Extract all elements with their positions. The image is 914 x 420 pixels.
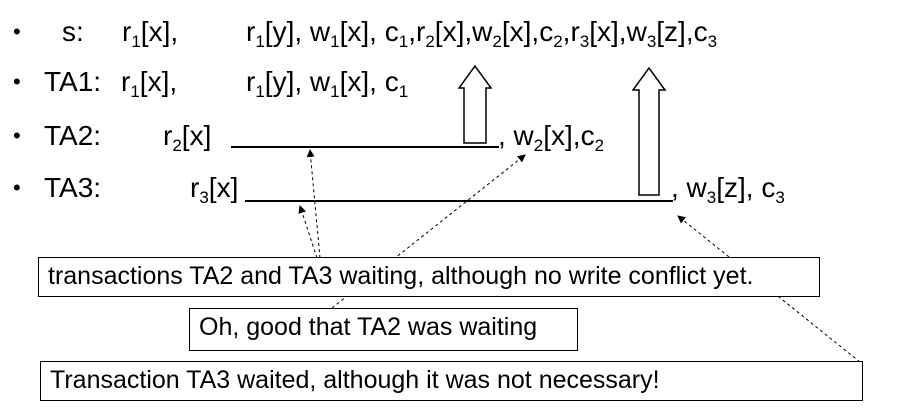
op-name: , w bbox=[498, 120, 534, 151]
op-item: [x], bbox=[543, 120, 581, 151]
op-item: [x], bbox=[589, 16, 627, 47]
schedule-row-ta3: • TA3: r3[x] , w3[z], c3 bbox=[0, 166, 914, 210]
op-subscript: 1 bbox=[131, 31, 141, 51]
op-subscript: 3 bbox=[775, 187, 785, 207]
op-subscript: 2 bbox=[172, 135, 182, 155]
op-item: [x] bbox=[208, 172, 239, 203]
wait-line-ta3 bbox=[245, 200, 673, 202]
op-subscript: 1 bbox=[255, 31, 265, 51]
op-subscript: 3 bbox=[706, 187, 717, 207]
op-name: r bbox=[416, 16, 426, 47]
op-item: [x] bbox=[181, 120, 212, 151]
row-label-ta3: TA3: bbox=[44, 172, 102, 203]
bullet: • bbox=[13, 69, 21, 94]
operations-rest: r1[y], w1[x], c1 bbox=[246, 60, 408, 104]
callout-waiting: transactions TA2 and TA3 waiting, althou… bbox=[38, 257, 820, 297]
bullet: • bbox=[13, 175, 21, 200]
callout-waiting-text: transactions TA2 and TA3 waiting, althou… bbox=[48, 262, 754, 290]
schedule-row-ta2: • TA2: r2[x] , w2[x],c2 bbox=[0, 114, 914, 158]
op-item: [x], bbox=[139, 66, 178, 97]
bullet: • bbox=[13, 19, 21, 44]
op-subscript: 1 bbox=[330, 31, 340, 51]
op-subscript: 2 bbox=[553, 31, 563, 51]
op-name: r bbox=[121, 66, 131, 97]
op-item: [z], bbox=[716, 172, 762, 203]
op-item: [z], bbox=[656, 16, 694, 47]
op-name: c bbox=[384, 66, 399, 97]
op-name: c bbox=[580, 120, 595, 151]
op-subscript: 1 bbox=[130, 81, 140, 101]
bullet: • bbox=[13, 123, 21, 148]
row-label-ta2: TA2: bbox=[44, 120, 102, 151]
op-subscript: 3 bbox=[199, 187, 209, 207]
op-subscript: 2 bbox=[594, 135, 605, 155]
op-name: w bbox=[309, 16, 331, 47]
operations-rest: r1[y], w1[x], c1,r2[x],w2[x],c2,r3[x],w3… bbox=[246, 10, 717, 54]
operations-rest: , w2[x],c2 bbox=[498, 114, 604, 158]
op-name: c bbox=[539, 16, 554, 47]
op-item: [x], bbox=[434, 16, 473, 47]
op-name: c bbox=[693, 16, 708, 47]
op-item: , bbox=[408, 16, 416, 47]
operations-first: r1[x], bbox=[122, 10, 178, 54]
op-name: r bbox=[246, 16, 256, 47]
row-label-ta1: TA1: bbox=[44, 66, 102, 97]
op-item: [x], bbox=[339, 16, 385, 47]
pointer-line-to-ta3-wait bbox=[298, 205, 318, 259]
op-name: w bbox=[472, 16, 493, 47]
op-subscript: 3 bbox=[707, 31, 718, 51]
callout-good-text: Oh, good that TA2 was waiting bbox=[199, 313, 538, 341]
op-name: w bbox=[626, 16, 647, 47]
op-name: r bbox=[190, 172, 200, 203]
op-subscript: 2 bbox=[533, 135, 544, 155]
wait-line-ta2 bbox=[231, 146, 499, 148]
operations-first: r2[x] bbox=[163, 114, 211, 158]
op-item: [x], bbox=[140, 16, 179, 47]
row-label-s: s: bbox=[62, 16, 84, 47]
op-name: r bbox=[122, 16, 132, 47]
schedule-row-ta1: • TA1: r1[x], r1[y], w1[x], c1 bbox=[0, 60, 914, 104]
op-subscript: 3 bbox=[579, 31, 590, 51]
callout-unnecessary: Transaction TA3 waited, although it was … bbox=[40, 361, 863, 401]
op-name: , w bbox=[671, 172, 707, 203]
op-subscript: 3 bbox=[646, 31, 657, 51]
operations-rest: , w3[z], c3 bbox=[671, 166, 785, 210]
op-name: c bbox=[384, 16, 399, 47]
op-subscript: 2 bbox=[425, 31, 435, 51]
op-item: [y], bbox=[264, 66, 310, 97]
op-name: c bbox=[761, 172, 776, 203]
op-item: [y], bbox=[264, 16, 310, 47]
op-subscript: 1 bbox=[255, 81, 265, 101]
op-name: r bbox=[163, 120, 173, 151]
op-subscript: 2 bbox=[492, 31, 502, 51]
operations-first: r1[x], bbox=[121, 60, 177, 104]
op-subscript: 1 bbox=[398, 31, 409, 51]
op-subscript: 1 bbox=[398, 81, 409, 101]
op-name: r bbox=[246, 66, 256, 97]
callout-unnecessary-text: Transaction TA3 waited, although it was … bbox=[50, 366, 660, 394]
op-name: w bbox=[309, 66, 331, 97]
operations-first: r3[x] bbox=[190, 166, 238, 210]
op-item: , bbox=[562, 16, 571, 47]
callout-good: Oh, good that TA2 was waiting bbox=[189, 308, 578, 351]
schedule-row-s: • s: r1[x], r1[y], w1[x], c1,r2[x],w2[x]… bbox=[0, 10, 914, 54]
op-name: r bbox=[570, 16, 580, 47]
op-item: [x], bbox=[339, 66, 385, 97]
op-item: [x], bbox=[501, 16, 540, 47]
op-subscript: 1 bbox=[330, 81, 340, 101]
